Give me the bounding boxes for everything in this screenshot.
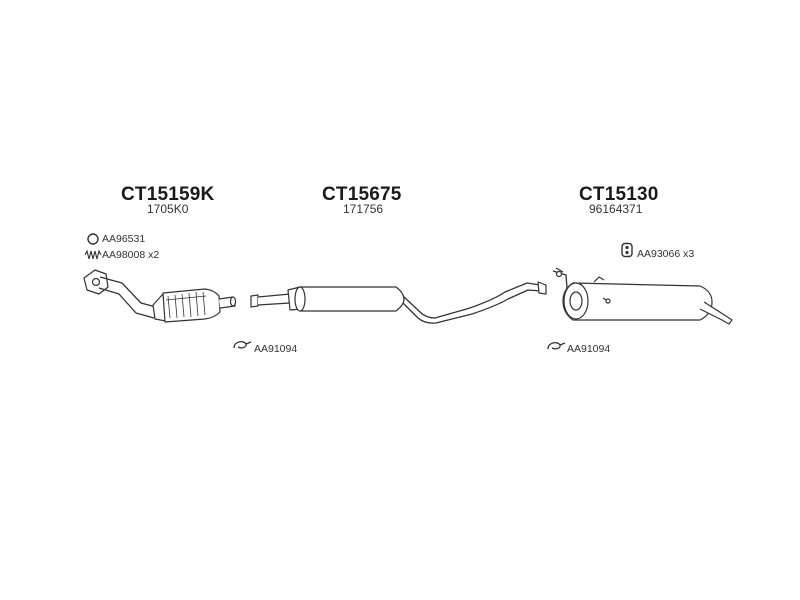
rear-silencer-drawing — [552, 267, 733, 325]
rubber-mount-icon — [621, 242, 633, 258]
catalytic-converter-drawing — [83, 269, 237, 323]
spring-icon — [84, 249, 102, 260]
middle-silencer-oem: 171756 — [343, 202, 384, 216]
clamp-front-label: AA91094 — [254, 343, 298, 355]
clamp-icon — [547, 342, 566, 350]
middle-silencer-drawing — [250, 281, 547, 324]
catalytic-converter-oem: 1705K0 — [147, 202, 189, 216]
spring-set-label: AA98008 x2 — [102, 249, 160, 261]
rear-silencer-code: CT15130 — [579, 184, 659, 205]
ring-gasket-icon — [87, 233, 99, 245]
clamp-icon — [233, 341, 252, 349]
catalytic-converter-code: CT15159K — [121, 184, 215, 205]
rear-silencer-oem: 96164371 — [589, 202, 643, 216]
ring-gasket-label: AA96531 — [102, 233, 146, 245]
clamp-rear-label: AA91094 — [567, 343, 611, 355]
middle-silencer-code: CT15675 — [322, 184, 402, 205]
rubber-mount-label: AA93066 x3 — [637, 248, 695, 260]
